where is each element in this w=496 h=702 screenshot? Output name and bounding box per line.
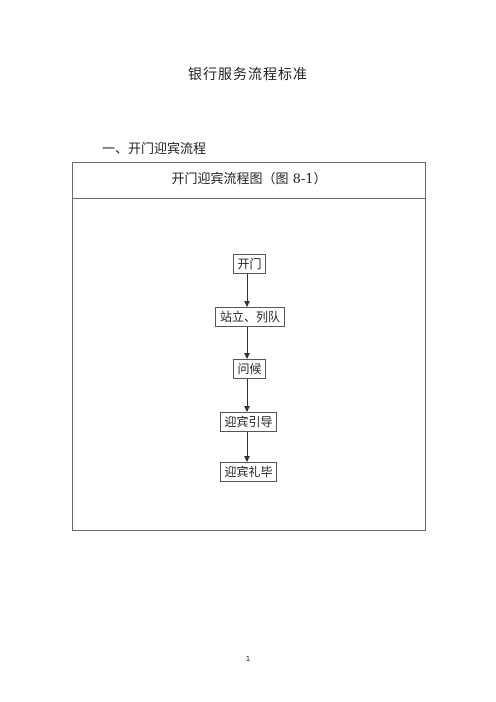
flowchart-caption: 开门迎宾流程图（图 8-1） bbox=[73, 163, 425, 199]
flow-step-greet: 问候 bbox=[233, 359, 266, 379]
document-title: 银行服务流程标准 bbox=[188, 67, 308, 83]
flow-step-finish: 迎宾礼毕 bbox=[220, 462, 277, 482]
flow-step-line-up: 站立、列队 bbox=[215, 307, 285, 327]
page-number: 1 bbox=[245, 655, 251, 663]
flow-arrow bbox=[244, 432, 250, 462]
flow-arrow bbox=[244, 379, 250, 412]
flow-step-guide: 迎宾引导 bbox=[220, 412, 277, 432]
flow-step-open-door: 开门 bbox=[233, 254, 266, 274]
section-heading: 一、开门迎宾流程 bbox=[102, 142, 207, 157]
flowchart-frame: 开门迎宾流程图（图 8-1） 开门 站立、列队 问候 迎宾引导 迎宾礼毕 bbox=[72, 162, 426, 531]
flow-arrow bbox=[244, 327, 250, 359]
flow-arrow bbox=[244, 274, 250, 307]
